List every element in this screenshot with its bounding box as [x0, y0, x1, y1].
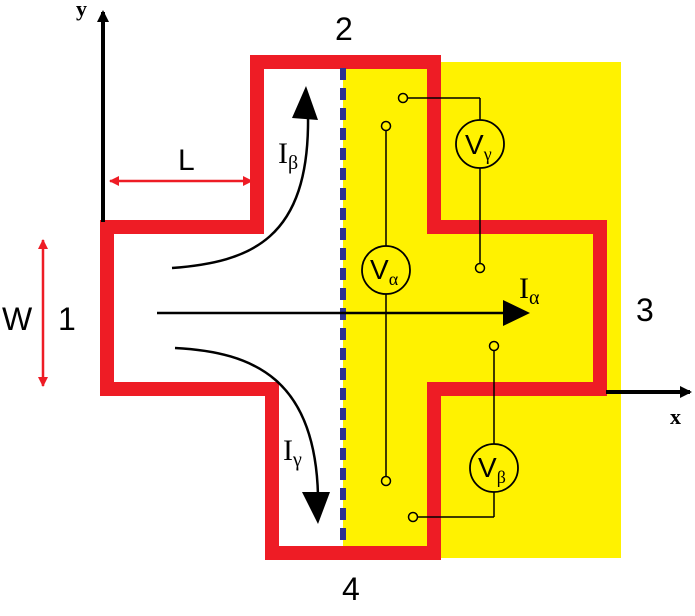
cross-interior-left	[107, 62, 343, 546]
probe-beta-bottom	[407, 511, 419, 523]
current-beta-label: Iβ	[278, 137, 298, 174]
y-axis-label: y	[76, 0, 87, 21]
voltmeter-gamma-circuit	[408, 97, 481, 263]
probe-alpha-bottom	[380, 475, 392, 487]
voltmeter-alpha-label: Vα	[370, 254, 399, 289]
terminal-1-label: 1	[58, 301, 76, 337]
terminal-4-label: 4	[342, 571, 360, 607]
terminal-2-label: 2	[335, 11, 353, 47]
voltmeter-gamma	[455, 119, 505, 169]
current-gamma-arrow	[174, 346, 320, 496]
cross-boundary	[100, 55, 607, 560]
current-beta-arrow	[171, 114, 310, 270]
probe-gamma-top	[397, 92, 409, 104]
probe-gamma-bottom	[474, 262, 486, 274]
voltmeter-beta-label: Vβ	[478, 452, 506, 487]
voltmeter-gamma-label: Vγ	[465, 129, 492, 164]
probe-beta-top	[488, 340, 500, 352]
length-label: L	[178, 144, 195, 177]
voltmeter-beta	[469, 443, 519, 493]
voltmeter-alpha	[361, 245, 411, 295]
x-axis-label: x	[670, 404, 681, 429]
current-alpha-label: Iα	[519, 272, 540, 309]
voltmeter-beta-circuit	[418, 351, 495, 518]
terminal-3-label: 3	[636, 292, 654, 328]
width-label: W	[2, 301, 33, 337]
current-gamma-label: Iγ	[283, 434, 302, 471]
probe-alpha-top	[380, 120, 392, 132]
